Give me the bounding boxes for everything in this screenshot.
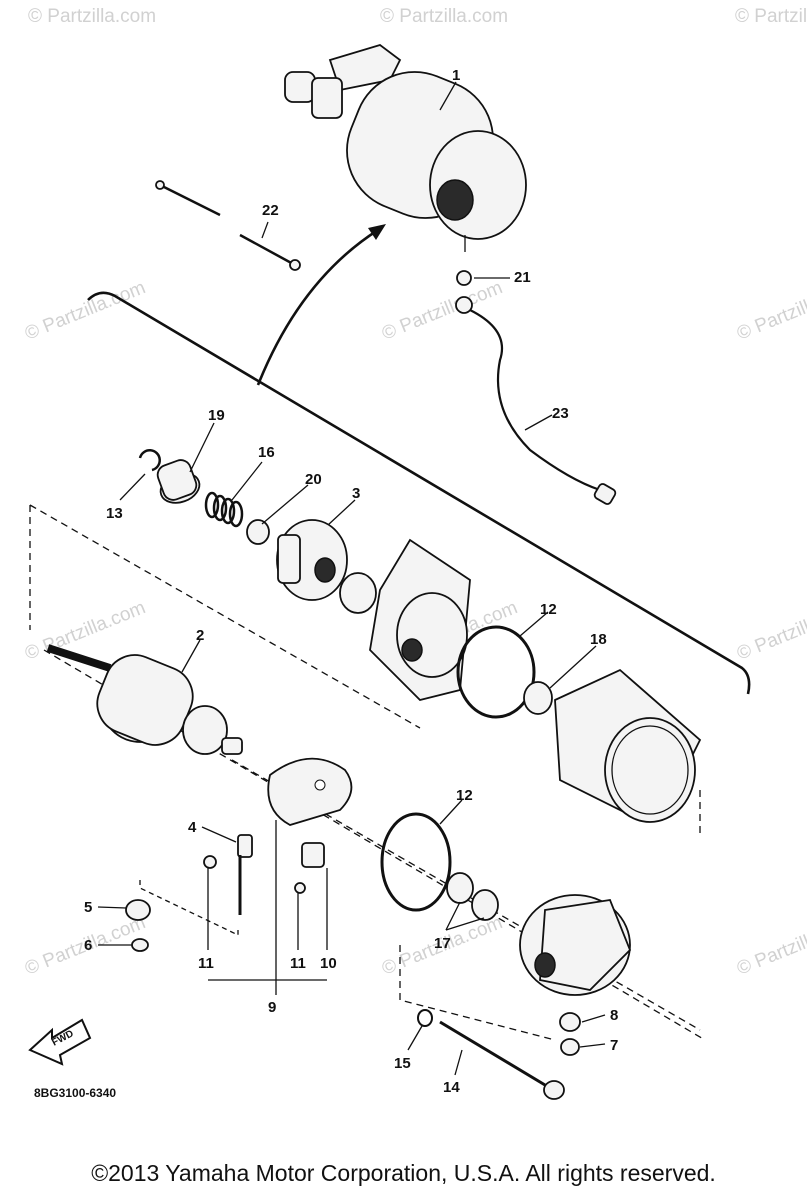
part-number-label: 5 [84, 899, 92, 916]
forward-direction-icon: FWD [28, 1018, 92, 1066]
part-number-label: 6 [84, 937, 92, 954]
starter-motor-assembly [284, 44, 527, 252]
front-bracket [369, 538, 471, 701]
part-number-label: 10 [320, 955, 337, 972]
washer-6 [131, 938, 149, 952]
rear-bracket [519, 894, 632, 996]
pinion-gear-3 [276, 519, 348, 601]
part-number-label: 11 [198, 955, 214, 972]
dashed-explode-line [139, 880, 239, 937]
o-ring-8 [559, 1012, 581, 1032]
brush-10 [301, 842, 325, 868]
watermark: © Partzilla.com [22, 597, 149, 664]
o-ring-12-upper [456, 625, 536, 719]
part-number-label: 1 [452, 67, 460, 84]
circlip-13 [138, 449, 161, 472]
copyright-notice: ©2013 Yamaha Motor Corporation, U.S.A. A… [91, 1160, 716, 1186]
part-number-label: 7 [610, 1037, 618, 1054]
through-bolt-14 [439, 1020, 565, 1100]
part-number-label: 17 [434, 935, 451, 952]
nut-21 [456, 270, 472, 286]
part-number-label: 23 [552, 405, 569, 422]
spring-16 [204, 491, 244, 528]
assembly-boundary-line [87, 291, 751, 695]
washer-17 [446, 872, 474, 904]
o-ring-15 [417, 1009, 433, 1027]
watermark: © Partzilla.com [735, 6, 807, 27]
part-number-label: 3 [352, 485, 360, 502]
washer-17 [471, 889, 499, 921]
part-labels: 1 2 3 4 5 6 7 8 9 10 11 11 12 12 13 14 1… [84, 67, 618, 1096]
lead-wire-22 [155, 180, 301, 271]
part-number-label: 11 [290, 955, 306, 972]
part-number-label: 16 [258, 444, 275, 461]
o-ring-12-lower [380, 812, 452, 912]
watermark: © Partzilla.com [734, 277, 807, 344]
watermark: © Partzilla.com [734, 912, 807, 979]
watermark: © Partzilla.com [22, 277, 149, 344]
armature-2 [46, 644, 243, 755]
leader-lines [97, 81, 606, 1076]
part-number-label: 12 [540, 601, 557, 618]
collar-19 [156, 459, 201, 504]
part-number-label: 4 [188, 819, 197, 836]
nut-5 [125, 899, 151, 921]
part-number-label: 19 [208, 407, 225, 424]
watermark: © Partzilla.com [380, 6, 508, 27]
brush-spring-11 [203, 855, 217, 869]
brush-spring-11 [294, 882, 306, 894]
exploded-parts-diagram: © Partzilla.com © Partzilla.com © Partzi… [22, 6, 807, 1100]
washer-20 [246, 519, 270, 545]
part-number-label: 21 [514, 269, 531, 286]
part-number-label: 18 [590, 631, 607, 648]
part-number-label: 9 [268, 999, 276, 1016]
assembly-arrow [256, 228, 379, 386]
part-number-label: 2 [196, 627, 204, 644]
washer-18 [523, 681, 553, 715]
part-number-label: 13 [106, 505, 123, 522]
part-number-label: 22 [262, 202, 279, 219]
lead-wire-23 [455, 296, 617, 505]
assembly-arrow-head [368, 224, 386, 240]
watermark: © Partzilla.com [734, 597, 807, 664]
diagram-code: 8BG3100-6340 [34, 1086, 116, 1100]
part-number-label: 20 [305, 471, 322, 488]
nut-7 [560, 1038, 580, 1056]
part-number-label: 12 [456, 787, 473, 804]
washer [339, 572, 377, 614]
part-number-label: 15 [394, 1055, 411, 1072]
yoke [554, 668, 702, 823]
watermark: © Partzilla.com [379, 277, 506, 344]
dashed-explode-line [399, 945, 556, 1041]
brush-plate [267, 757, 353, 826]
part-number-label: 14 [443, 1079, 460, 1096]
brush-4 [237, 834, 253, 915]
part-number-label: 8 [610, 1007, 618, 1024]
watermark: © Partzilla.com [28, 6, 156, 27]
